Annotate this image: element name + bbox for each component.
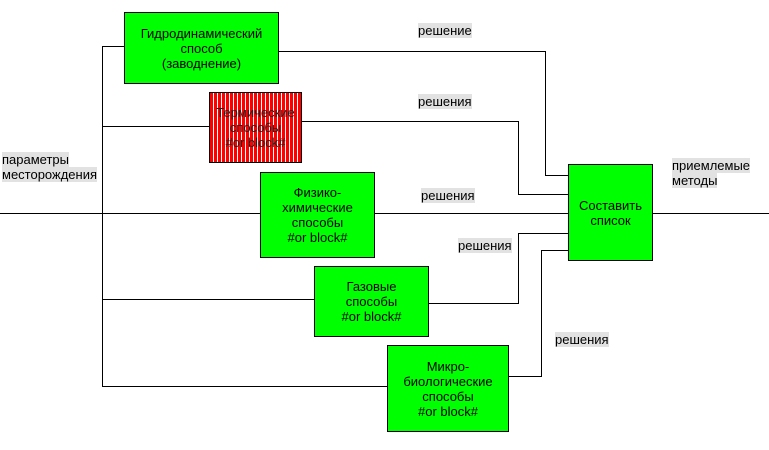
- output-line-thermal: [302, 121, 569, 195]
- input-label: параметры месторождения: [2, 152, 98, 182]
- method-box-microbiological[interactable]: Микро- биологические способы #or block#: [387, 345, 509, 432]
- edge-label-physchem: решения: [421, 188, 475, 203]
- method-box-gas[interactable]: Газовые способы #or block#: [314, 266, 429, 337]
- output-line-hydro: [278, 51, 569, 176]
- output-line-gas: [429, 233, 569, 304]
- method-box-hydrodynamic[interactable]: Гидродинамический способ (заводнение): [124, 12, 279, 84]
- method-box-thermal[interactable]: Термические способы #or block#: [209, 92, 302, 163]
- output-label: приемлемые методы: [672, 158, 751, 188]
- method-box-physchem[interactable]: Физико- химические способы #or block#: [260, 172, 375, 258]
- edge-label-gas: решения: [458, 238, 512, 253]
- edge-label-micro: решения: [555, 332, 609, 347]
- edge-label-thermal: решения: [418, 94, 472, 109]
- output-line-micro: [509, 250, 569, 377]
- edge-label-hydro: решение: [418, 23, 472, 38]
- target-box-compile-list[interactable]: Составить список: [568, 164, 653, 261]
